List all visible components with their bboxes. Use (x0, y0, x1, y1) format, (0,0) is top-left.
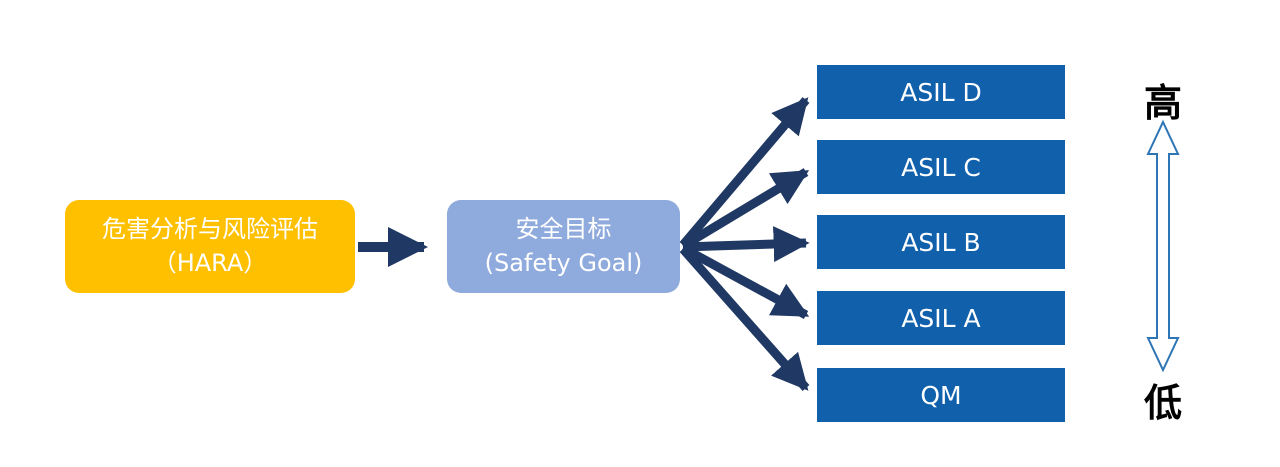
asil-box-b-label: ASIL B (901, 227, 981, 257)
scale-label-low: 低 (1143, 381, 1182, 425)
scale-label-high: 高 (1143, 81, 1182, 125)
arrow-goal-to-qm (679, 246, 810, 391)
safety-goal-box: 安全目标 (Safety Goal) (447, 200, 680, 293)
arrow-goal-to-asil-d (679, 97, 810, 248)
hara-box: 危害分析与风险评估 （HARA） (65, 200, 355, 293)
arrow-goal-to-asil-b (682, 226, 810, 263)
hara-box-line1: 危害分析与风险评估 (102, 214, 318, 243)
arrow-goal-to-asil-a (680, 244, 810, 319)
safety-goal-box-line1: 安全目标 (515, 214, 612, 243)
asil-box-qm: QM (817, 368, 1065, 422)
severity-scale-double-arrow-icon (1146, 119, 1180, 373)
arrow-goal-to-asil-c (680, 168, 810, 250)
asil-box-c-label: ASIL C (901, 152, 981, 182)
asil-box-b: ASIL B (817, 215, 1065, 269)
safety-goal-box-line2: (Safety Goal) (484, 248, 643, 277)
asil-box-a-label: ASIL A (901, 303, 981, 333)
asil-box-a: ASIL A (817, 291, 1065, 345)
asil-box-c: ASIL C (817, 140, 1065, 194)
asil-box-d-label: ASIL D (900, 77, 982, 107)
hara-box-line2: （HARA） (152, 248, 268, 277)
asil-box-d: ASIL D (817, 65, 1065, 119)
asil-box-qm-label: QM (920, 380, 962, 410)
